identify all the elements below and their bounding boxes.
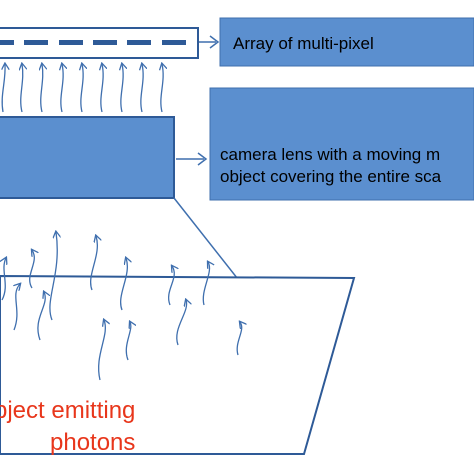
lens-label-line-2: object covering the entire sca (220, 167, 442, 186)
pixel-dashes (0, 40, 186, 45)
sensor-array-label: Array of multi-pixel (233, 34, 374, 53)
lens-label-line-1: camera lens with a moving m (220, 145, 440, 164)
object-plane (0, 274, 356, 455)
arrow-sensor-to-label (199, 35, 220, 49)
photon-arrows-upper (2, 64, 163, 113)
sensor-array (0, 27, 199, 59)
object-label-line-1: bject emitting (0, 397, 135, 424)
camera-lens-label-box: camera lens with a moving m object cover… (209, 87, 474, 201)
camera-lens-block (0, 116, 175, 199)
object-label-line-2: photons (50, 429, 135, 456)
sensor-array-label-box: Array of multi-pixel (219, 17, 474, 67)
photon-arrows-lower (2, 232, 242, 381)
arrow-lens-to-label (176, 152, 208, 166)
